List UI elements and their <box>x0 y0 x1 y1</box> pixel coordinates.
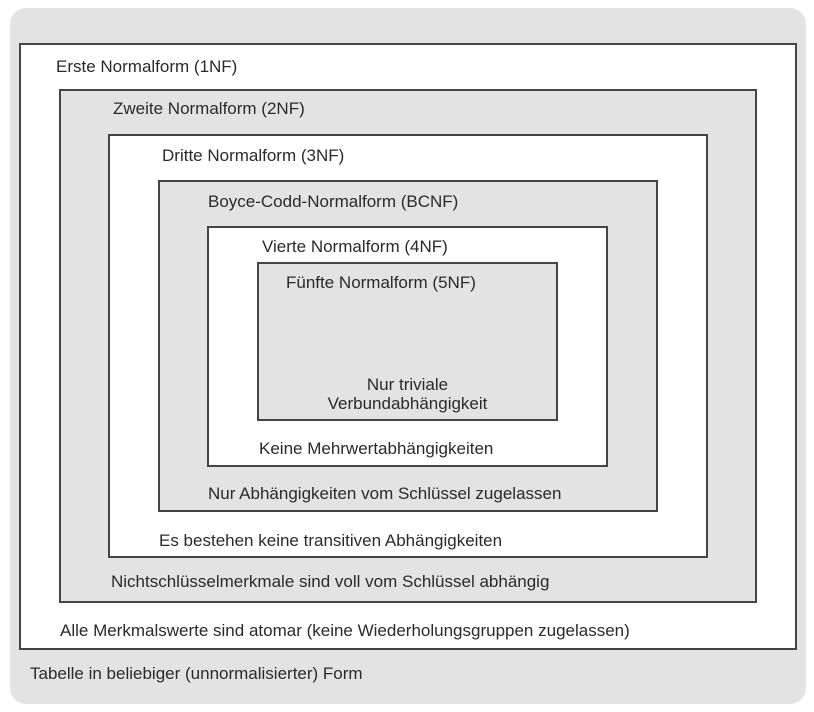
condition-2nf: Nichtschlüsselmerkmale sind voll vom Sch… <box>111 572 550 591</box>
title-2nf: Zweite Normalform (2NF) <box>113 99 305 118</box>
condition-5nf-line1: Nur triviale <box>366 375 449 394</box>
title-5nf: Fünfte Normalform (5NF) <box>286 273 476 292</box>
condition-bcnf: Nur Abhängigkeiten vom Schlüssel zugelas… <box>208 484 562 503</box>
title-3nf: Dritte Normalform (3NF) <box>162 146 345 165</box>
title-4nf: Vierte Normalform (4NF) <box>262 237 448 256</box>
unnormalized-form-label: Tabelle in beliebiger (unnormalisierter)… <box>30 664 363 683</box>
title-1nf: Erste Normalform (1NF) <box>56 57 238 76</box>
title-bcnf: Boyce-Codd-Normalform (BCNF) <box>208 192 459 211</box>
condition-1nf: Alle Merkmalswerte sind atomar (keine Wi… <box>60 621 630 640</box>
condition-4nf: Keine Mehrwertabhängigkeiten <box>259 439 494 458</box>
condition-5nf-line2: Verbundabhängigkeit <box>327 394 488 413</box>
condition-3nf: Es bestehen keine transitiven Abhängigke… <box>159 531 503 550</box>
box-5nf <box>257 262 558 421</box>
